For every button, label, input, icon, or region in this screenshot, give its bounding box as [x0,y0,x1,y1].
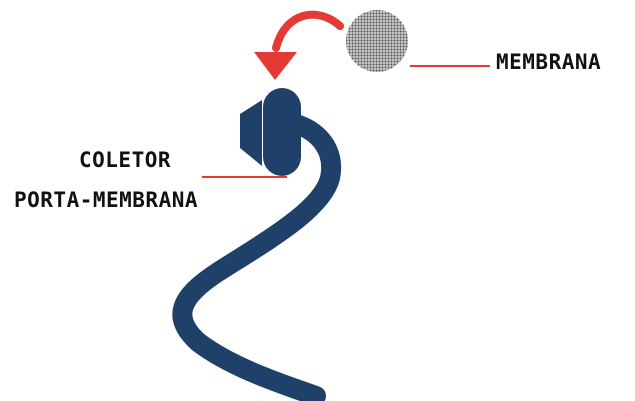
curved-arrow-icon [254,15,340,80]
tube [182,122,331,396]
collector-icon [240,88,301,176]
label-membrana: MEMBRANA [496,50,601,74]
label-coletor-line2: PORTA-MEMBRANA [14,188,198,212]
membrane-disc-icon [346,10,408,72]
label-coletor-line1: COLETOR [79,148,171,172]
